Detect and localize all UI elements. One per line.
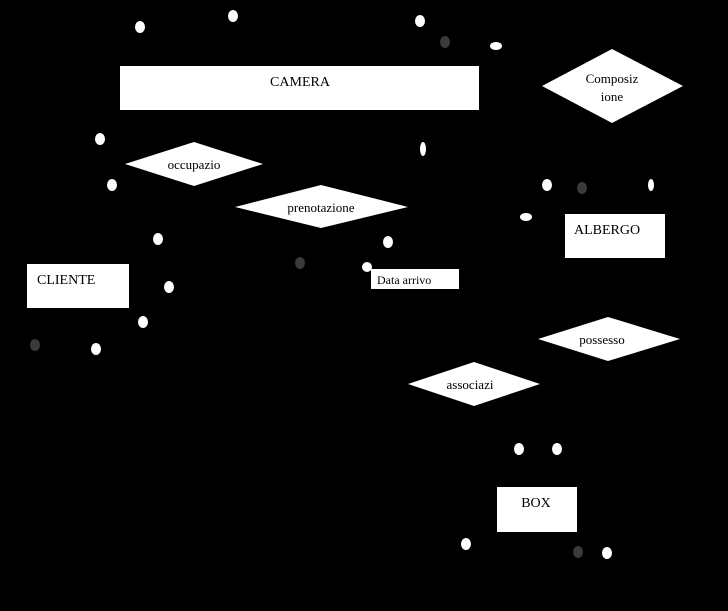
- key-attribute-dot: [440, 36, 450, 48]
- attribute-dot: [107, 179, 117, 191]
- entity-box-label: BOX: [521, 496, 551, 511]
- attribute-dot: [164, 281, 174, 293]
- relationship-prenotazione-label: prenotazione: [287, 200, 354, 215]
- relationship-composizione-label-1: Composiz: [586, 71, 639, 86]
- key-attribute-dot: [573, 546, 583, 558]
- attribute-data-arrivo-label: Data arrivo: [377, 273, 431, 287]
- relationship-associazi[interactable]: associazi: [408, 362, 540, 406]
- attribute-dot: [135, 21, 145, 33]
- key-dots: [30, 36, 587, 558]
- entity-box[interactable]: BOX: [497, 487, 577, 532]
- attribute-dot: [420, 142, 426, 156]
- key-attribute-dot: [30, 339, 40, 351]
- attribute-dot: [552, 443, 562, 455]
- relationship-occupazio[interactable]: occupazio: [125, 142, 263, 186]
- attribute-dot: [415, 15, 425, 27]
- attribute-dot: [514, 443, 524, 455]
- attribute-dot: [490, 42, 502, 50]
- relationship-possesso[interactable]: possesso: [538, 317, 680, 361]
- attribute-dot: [362, 262, 372, 272]
- attribute-dot: [91, 343, 101, 355]
- relationship-associazi-label: associazi: [447, 377, 494, 392]
- attribute-dot: [542, 179, 552, 191]
- key-attribute-dot: [577, 182, 587, 194]
- attribute-dot: [602, 547, 612, 559]
- entity-albergo-label: ALBERGO: [574, 223, 640, 238]
- attribute-dot: [138, 316, 148, 328]
- attribute-dot: [95, 133, 105, 145]
- attribute-dot: [648, 179, 654, 191]
- attribute-dot: [383, 236, 393, 248]
- attribute-dot: [228, 10, 238, 22]
- entity-cliente-label: CLIENTE: [37, 273, 95, 288]
- entity-albergo[interactable]: ALBERGO: [565, 214, 665, 258]
- entity-camera-label: CAMERA: [270, 75, 331, 90]
- relationship-prenotazione[interactable]: prenotazione: [235, 185, 408, 228]
- attribute-dot: [153, 233, 163, 245]
- relationship-occupazio-label: occupazio: [168, 157, 221, 172]
- entity-cliente[interactable]: CLIENTE: [27, 264, 129, 308]
- attribute-data-arrivo[interactable]: Data arrivo: [371, 269, 459, 289]
- attribute-dots: [91, 10, 654, 559]
- attribute-dot: [461, 538, 471, 550]
- relationship-composizione-label-2: ione: [601, 89, 624, 104]
- attribute-dot: [520, 213, 532, 221]
- key-attribute-dot: [295, 257, 305, 269]
- relationship-possesso-label: possesso: [579, 332, 625, 347]
- entity-camera[interactable]: CAMERA: [120, 66, 479, 110]
- relationship-composizione[interactable]: Composiz ione: [542, 49, 683, 123]
